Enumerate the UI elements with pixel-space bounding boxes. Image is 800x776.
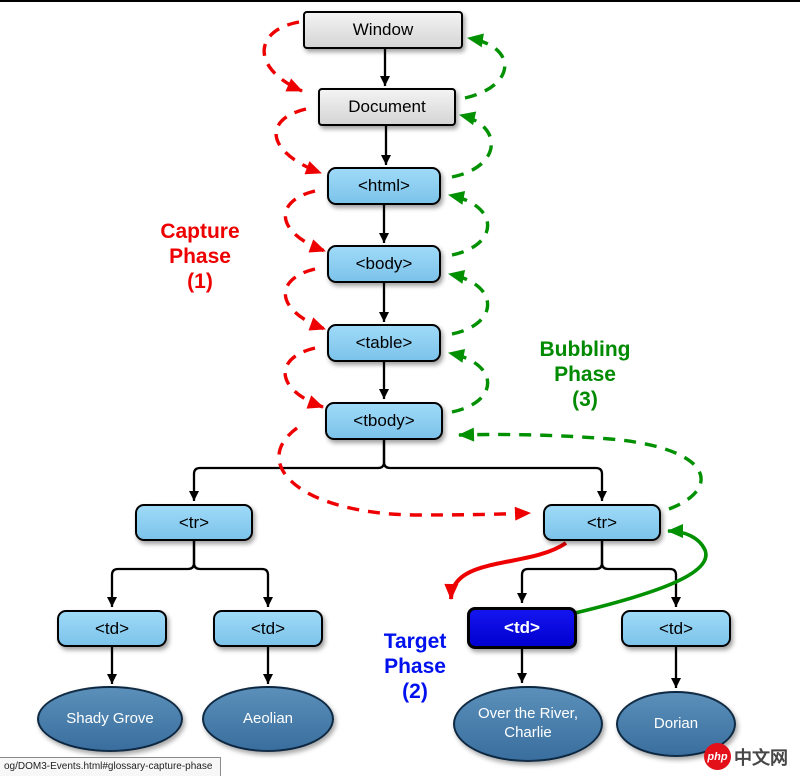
node-tr-right: <tr> <box>543 504 661 541</box>
node-td-left-2: <td> <box>213 610 323 647</box>
leaf-over-the-river: Over the River, Charlie <box>453 686 603 762</box>
leaf-aeolian: Aeolian <box>202 686 334 752</box>
leaf-shady-grove: Shady Grove <box>37 686 183 752</box>
bubbling-phase-label: Bubbling Phase (3) <box>539 338 631 411</box>
capture-phase-label: Capture Phase (1) <box>160 220 240 293</box>
node-table: <table> <box>327 324 441 362</box>
node-td-target: <td> <box>467 607 577 649</box>
node-tr-left: <tr> <box>135 504 253 541</box>
target-phase-label: Target Phase (2) <box>383 630 447 703</box>
capture-phase-arrows <box>262 20 568 600</box>
node-html: <html> <box>327 167 441 205</box>
php-logo-icon: php <box>704 743 731 770</box>
bubbling-phase-arrows <box>448 33 708 615</box>
node-document: Document <box>318 88 456 126</box>
node-tbody: <tbody> <box>325 402 443 440</box>
php-logo-text: 中文网 <box>734 747 788 768</box>
php-cn-watermark: php 中文网 <box>704 743 788 770</box>
status-bar-link-preview: og/DOM3-Events.html#glossary-capture-pha… <box>0 757 222 776</box>
tree-connectors <box>107 49 681 688</box>
node-window: Window <box>303 11 463 49</box>
node-body: <body> <box>327 245 441 283</box>
node-td-left-1: <td> <box>57 610 167 647</box>
node-td-right-2: <td> <box>621 610 731 647</box>
